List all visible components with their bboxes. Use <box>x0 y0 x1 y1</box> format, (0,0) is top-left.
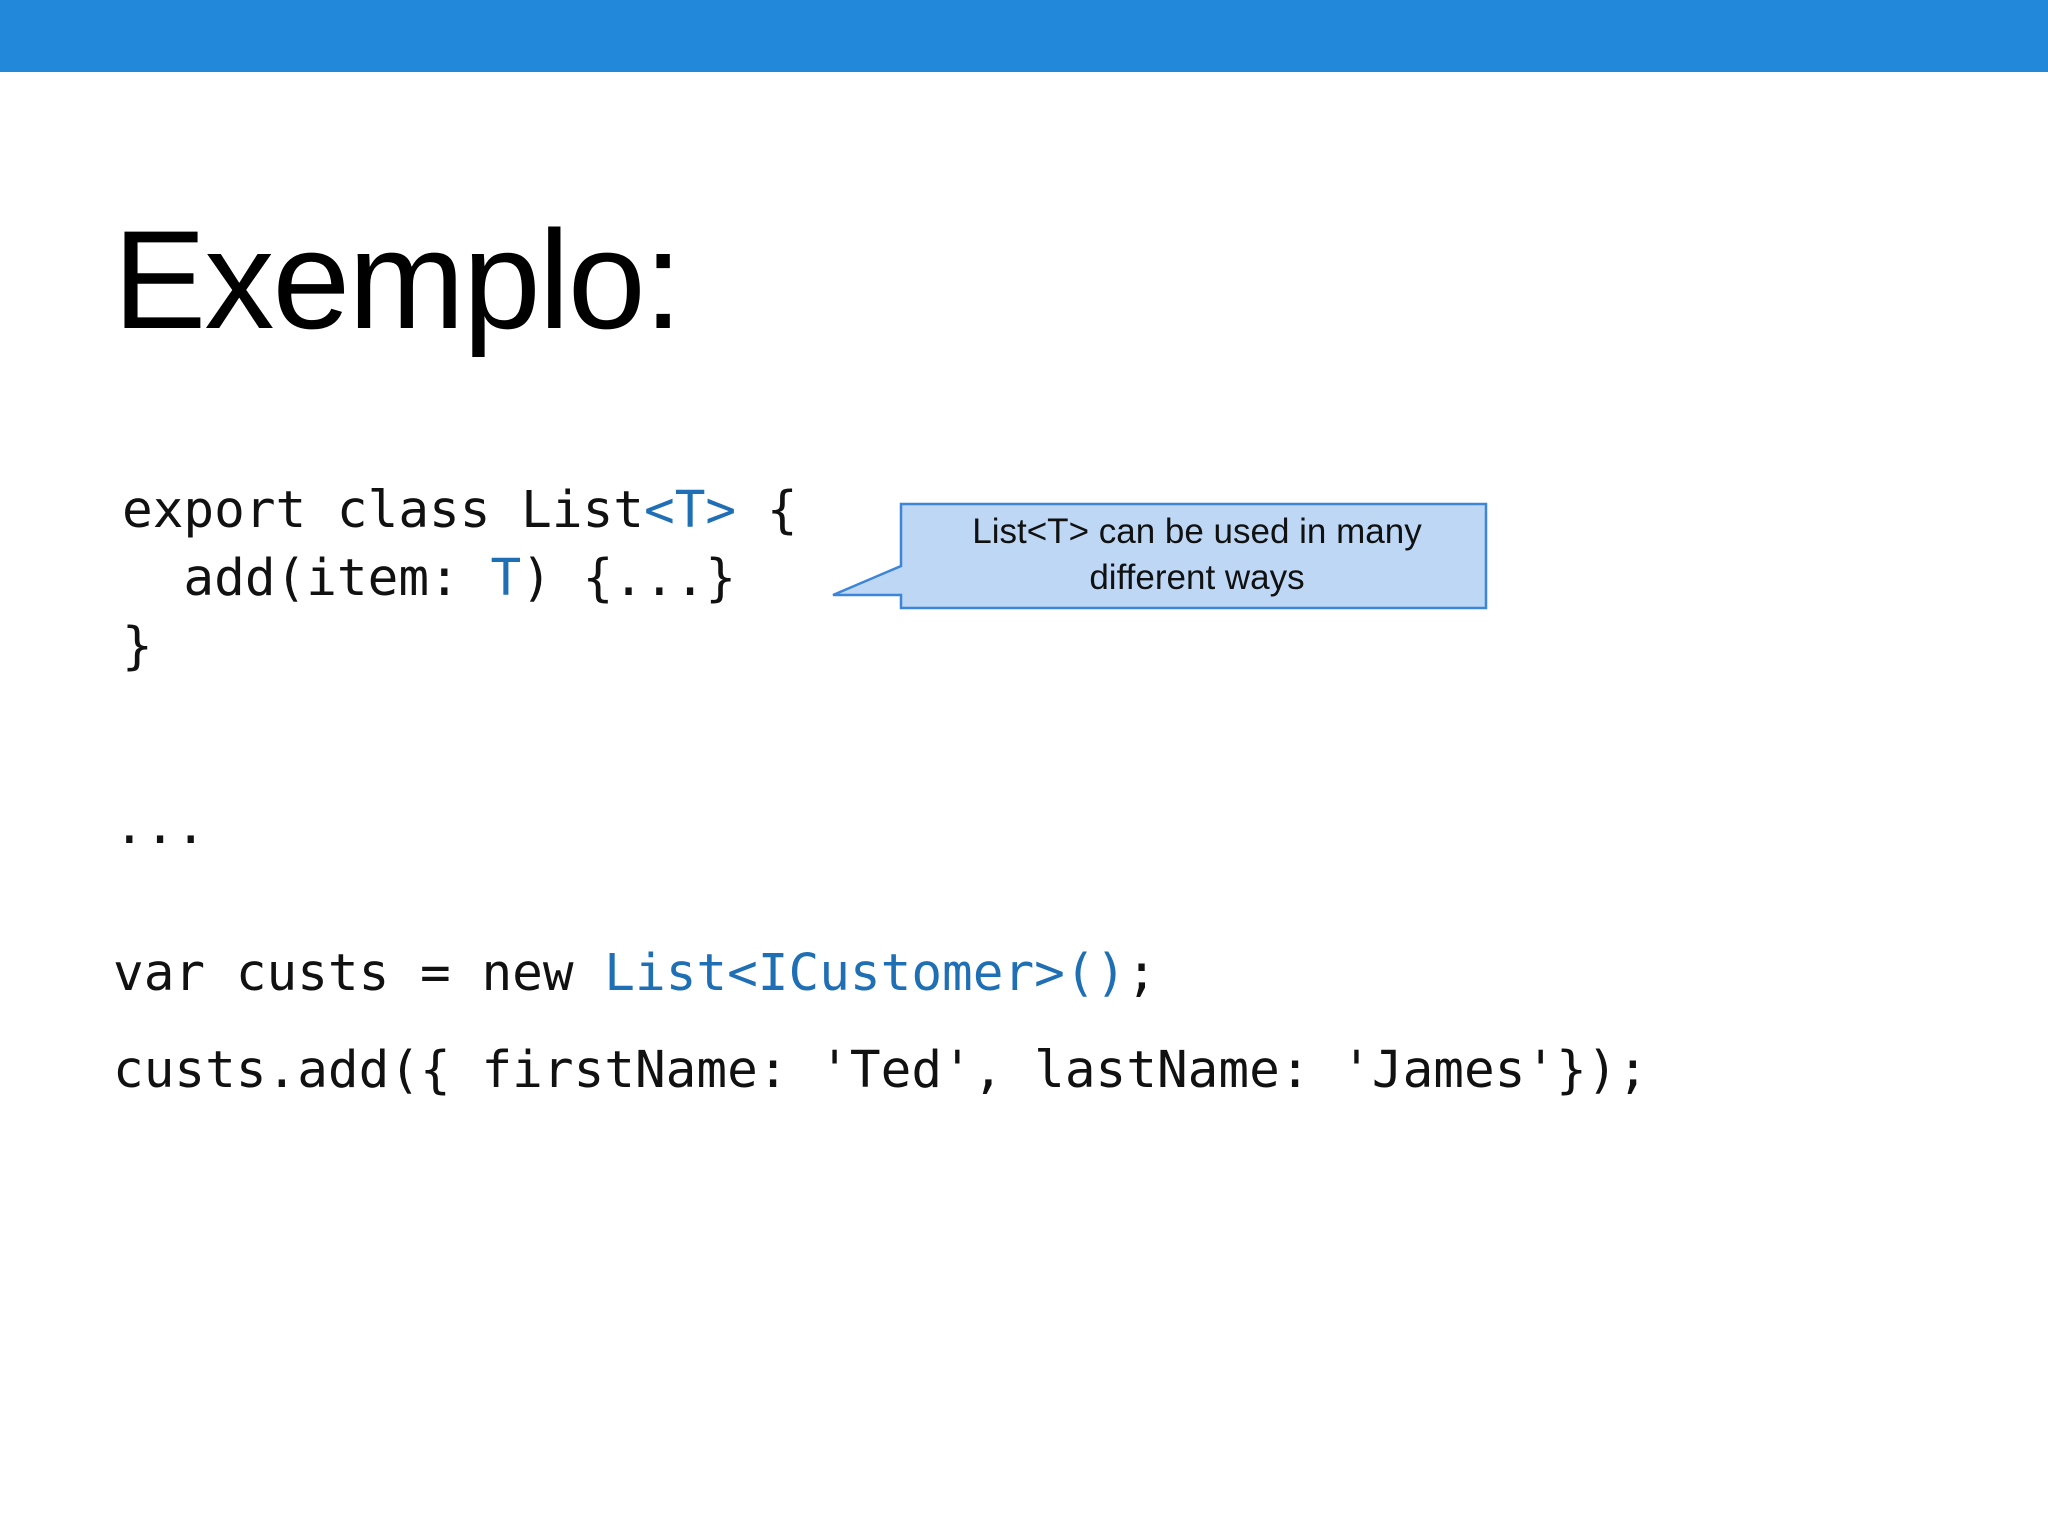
code-add-call: custs.add({ firstName: 'Ted', lastName: … <box>113 1041 1649 1100</box>
code-generic-param: <T> <box>643 481 737 540</box>
callout-shape <box>832 502 1488 610</box>
code-class-suffix: { <box>736 481 798 540</box>
callout-box: List<T> can be used in many different wa… <box>830 502 1490 610</box>
slide-title: Exemplo: <box>113 201 683 358</box>
code-generic-call: List<ICustomer>() <box>604 944 1127 1003</box>
code-var-prefix: var custs = new <box>113 944 605 1003</box>
callout-text-line-1: List<T> can be used in many <box>972 512 1422 551</box>
code-method-type: T <box>490 549 522 608</box>
code-class-prefix: export class List <box>122 481 644 540</box>
callout-text-line-2: different ways <box>1089 558 1305 597</box>
code-method-prefix: add(item: <box>122 549 491 608</box>
code-class-declaration: export class List<T> { add(item: T) {...… <box>122 477 798 681</box>
code-method-suffix: ) {...} <box>521 549 737 608</box>
top-accent-bar <box>0 0 2048 72</box>
callout-text: List<T> can be used in many different wa… <box>912 509 1482 601</box>
code-var-suffix: ; <box>1126 944 1157 1003</box>
code-ellipsis: ... <box>114 797 207 856</box>
code-closing-brace: } <box>122 617 153 676</box>
code-var-declaration: var custs = new List<ICustomer>(); <box>113 940 1157 1008</box>
